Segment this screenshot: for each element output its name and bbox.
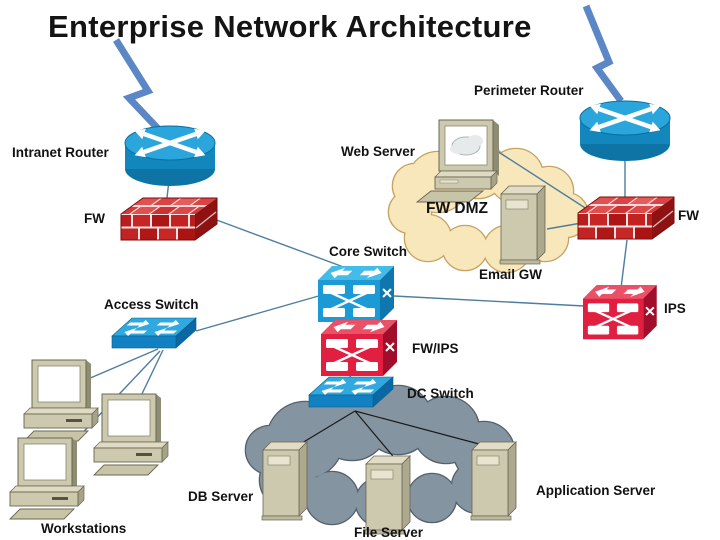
server-tower-icon <box>364 455 411 535</box>
link-web-server-fw <box>496 150 594 214</box>
label-application-server: Application Server <box>536 483 656 498</box>
link-fw-ips <box>620 239 628 289</box>
router-icon <box>125 126 215 186</box>
firewall-icon <box>577 196 675 240</box>
wan-links <box>113 4 624 137</box>
switch-3d-icon <box>316 264 396 324</box>
wan-bolt-left <box>113 38 166 137</box>
firewall-icon <box>120 197 218 241</box>
wan-bolt-right <box>582 4 624 104</box>
link-dc-switch-file-server <box>354 410 398 462</box>
workstation-icon <box>9 437 85 520</box>
switch-3d-icon <box>319 318 399 378</box>
ips-node[interactable] <box>581 283 658 341</box>
application-server-node[interactable] <box>470 441 517 521</box>
firewall-right-node[interactable] <box>577 196 675 240</box>
label-dc-switch: DC Switch <box>407 386 474 401</box>
label-fw-dmz: FW DMZ <box>426 200 489 217</box>
perimeter-router-node[interactable] <box>580 101 670 161</box>
db-server-node[interactable] <box>261 441 308 521</box>
label-intranet-router: Intranet Router <box>12 145 110 160</box>
workstation-3-node[interactable] <box>9 437 85 520</box>
label-core-switch: Core Switch <box>329 244 407 259</box>
page-title: Enterprise Network Architecture <box>48 9 532 44</box>
link-access-switch-ws1 <box>87 348 159 380</box>
link-fw-core-switch <box>213 218 358 273</box>
label-fw-right: FW <box>678 208 699 223</box>
intranet-router-node[interactable] <box>125 126 215 186</box>
workstation-icon <box>93 393 169 476</box>
link-access-switch-ws2 <box>139 349 164 399</box>
label-fw-ips: FW/IPS <box>412 341 459 356</box>
server-tower-icon <box>470 441 517 521</box>
web-server-node[interactable] <box>415 119 499 203</box>
links <box>71 150 628 445</box>
router-icon <box>580 101 670 161</box>
link-access-switch-core-switch <box>195 294 323 332</box>
label-workstations: Workstations <box>41 521 126 536</box>
server-tower-icon <box>261 441 308 521</box>
label-fw-left: FW <box>84 211 105 226</box>
file-server-node[interactable] <box>364 455 411 535</box>
link-dc-switch-application-server <box>354 410 495 449</box>
access-switch-node[interactable] <box>111 317 197 349</box>
workstation-2-node[interactable] <box>93 393 169 476</box>
datacenter-links <box>296 410 495 462</box>
labels: Enterprise Network Architecture Perimete… <box>12 9 699 540</box>
switch-3d-icon <box>581 283 658 341</box>
label-ips: IPS <box>664 301 686 316</box>
email-gw-node[interactable] <box>499 185 546 265</box>
label-db-server: DB Server <box>188 489 254 504</box>
fw-ips-node[interactable] <box>319 318 399 378</box>
core-switch-node[interactable] <box>316 264 396 324</box>
web-server-icon <box>415 119 499 203</box>
label-access-switch: Access Switch <box>104 297 199 312</box>
label-perimeter-router: Perimeter Router <box>474 83 584 98</box>
firewall-left-node[interactable] <box>120 197 218 241</box>
label-file-server: File Server <box>354 525 424 540</box>
link-dc-switch-db-server <box>296 410 356 447</box>
switch-flat-icon <box>111 317 197 349</box>
link-core-switch-ips <box>393 295 585 307</box>
server-tower-icon <box>499 185 546 265</box>
label-email-gw: Email GW <box>479 267 542 282</box>
label-web-server: Web Server <box>341 144 416 159</box>
